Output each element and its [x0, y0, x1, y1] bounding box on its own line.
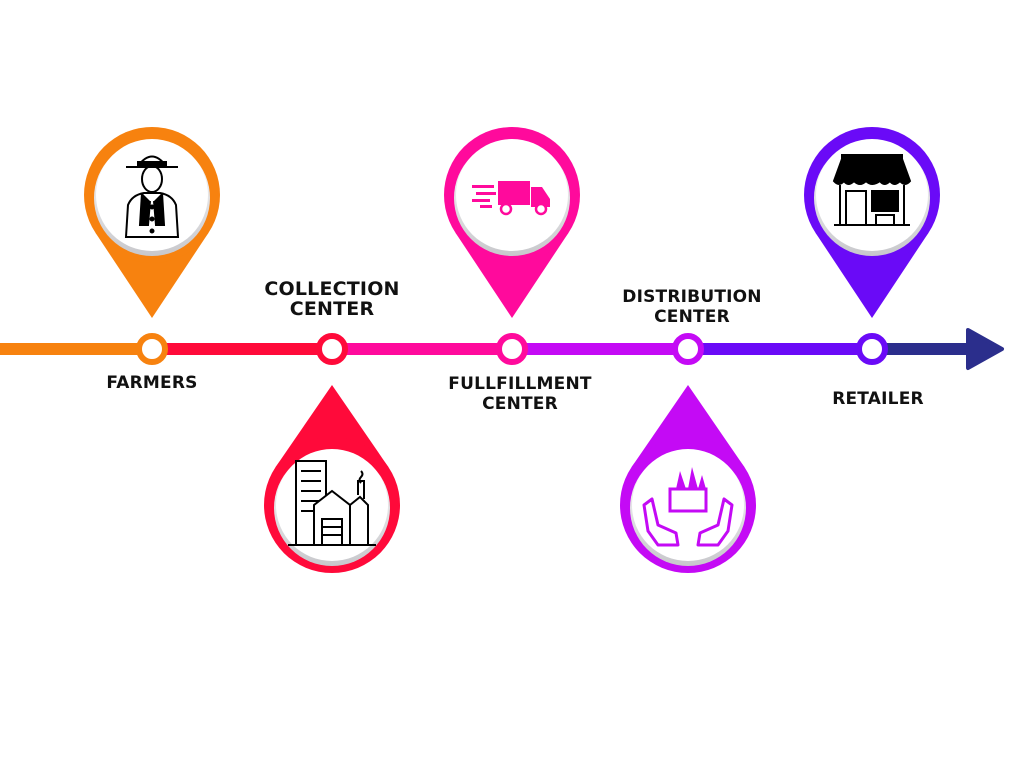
timeline-node	[672, 333, 704, 365]
location-pin-3	[444, 127, 580, 318]
factory-icon	[288, 460, 376, 546]
timeline-node	[856, 333, 888, 365]
stage-label-farmers: FARMERS	[106, 373, 198, 393]
timeline-node	[496, 333, 528, 365]
location-pin-4	[620, 385, 756, 573]
hands-holding-box-icon	[642, 467, 734, 547]
timeline-node	[136, 333, 168, 365]
location-pin-2	[264, 385, 400, 573]
storefront-icon	[832, 154, 912, 226]
arrow-head-icon	[966, 328, 1004, 370]
stage-label-retailer: RETAILER	[832, 389, 924, 409]
delivery-truck-icon	[472, 181, 550, 216]
farmer-icon	[124, 155, 180, 238]
location-pin-1	[84, 127, 220, 318]
location-pin-5	[804, 127, 940, 318]
timeline-node	[316, 333, 348, 365]
